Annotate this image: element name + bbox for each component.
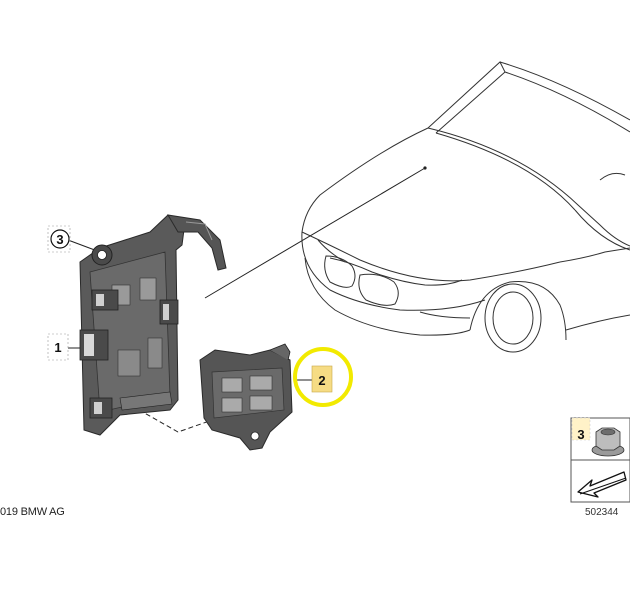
callout-part-1-label: 1 [54, 340, 61, 355]
assembly-dashed-line [117, 397, 219, 433]
callout-part-2[interactable]: 2 [293, 347, 353, 407]
nut-icon [591, 427, 625, 457]
arrow-icon [577, 471, 627, 498]
bracket-part-2 [199, 343, 293, 451]
copyright-text: 019 BMW AG [0, 506, 65, 518]
reference-number: 502344 [585, 507, 619, 518]
highlight-circle [293, 347, 353, 407]
bracket-part-1 [79, 214, 227, 436]
legend-part-3-label: 3 [577, 427, 584, 442]
callout-part-3[interactable]: 3 [47, 225, 71, 253]
callout-part-1[interactable]: 1 [47, 333, 69, 361]
callout-part-2-label: 2 [318, 373, 325, 388]
car-pointer-line [204, 167, 426, 299]
callout-part-3-label: 3 [56, 232, 63, 247]
car-pointer-dot [423, 166, 427, 170]
car-outline [301, 61, 630, 353]
legend-box: 3 [570, 417, 630, 503]
